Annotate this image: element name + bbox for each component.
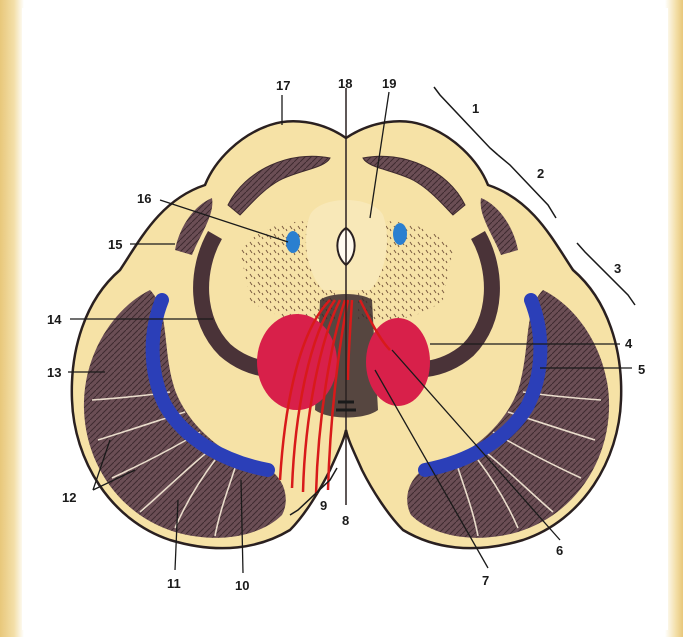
label-17: 17 bbox=[276, 78, 290, 93]
label-9: 9 bbox=[320, 498, 327, 513]
label-2: 2 bbox=[537, 166, 544, 181]
label-7: 7 bbox=[482, 573, 489, 588]
label-12: 12 bbox=[62, 490, 76, 505]
label-14: 14 bbox=[47, 312, 62, 327]
label-19: 19 bbox=[382, 76, 396, 91]
label-10: 10 bbox=[235, 578, 249, 593]
left-blue-nucleus bbox=[286, 231, 300, 253]
label-16: 16 bbox=[137, 191, 151, 206]
label-15: 15 bbox=[108, 237, 122, 252]
label-3: 3 bbox=[614, 261, 621, 276]
right-blue-nucleus bbox=[393, 223, 407, 245]
label-5: 5 bbox=[638, 362, 645, 377]
label-18: 18 bbox=[338, 76, 352, 91]
label-4: 4 bbox=[625, 336, 633, 351]
label-8: 8 bbox=[342, 513, 349, 528]
label-1: 1 bbox=[472, 101, 479, 116]
label-11: 11 bbox=[167, 576, 181, 591]
label-13: 13 bbox=[47, 365, 61, 380]
label-6: 6 bbox=[556, 543, 563, 558]
